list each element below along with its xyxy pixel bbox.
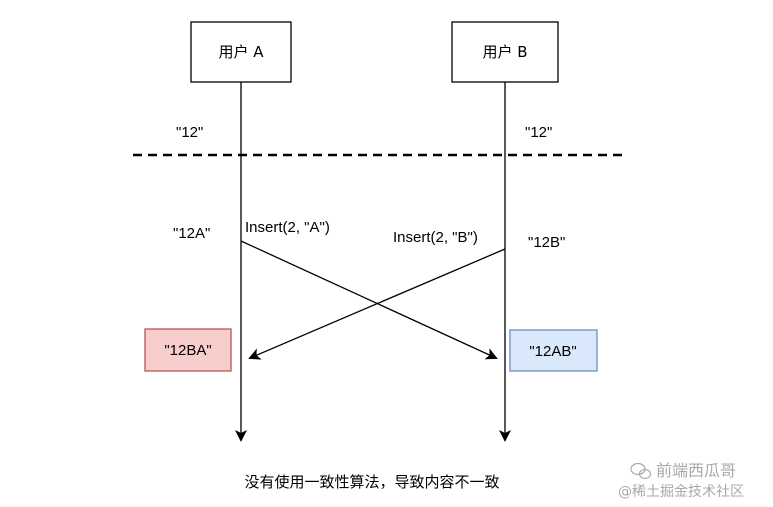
watermark-line1: 前端西瓜哥 <box>656 461 736 480</box>
participant-a-box <box>190 21 292 83</box>
watermark: 前端西瓜哥 @稀土掘金技术社区 <box>618 461 744 500</box>
result-a-box <box>144 328 232 372</box>
participant-a-label: 用户 A <box>218 43 264 61</box>
initial-state-a: "12" <box>176 124 203 141</box>
participant-b-label: 用户 B <box>482 43 527 61</box>
result-a-text: "12BA" <box>164 342 211 359</box>
local-state-a: "12A" <box>173 225 210 242</box>
op-arrow-a-to-b <box>240 240 498 360</box>
operation-a: Insert(2, "A") <box>245 219 330 236</box>
watermark-line2: @稀土掘金技术社区 <box>618 484 744 500</box>
diagram-caption: 没有使用一致性算法，导致内容不一致 <box>244 473 499 491</box>
initial-state-b: "12" <box>525 124 552 141</box>
participant-b: 用户 B <box>451 21 559 83</box>
result-a: "12BA" <box>144 328 232 372</box>
participant-b-box <box>451 21 559 83</box>
result-b-text: "12AB" <box>529 343 576 360</box>
op-arrow-b-to-a <box>248 248 506 360</box>
result-b-box <box>509 329 598 372</box>
participant-a: 用户 A <box>190 21 292 83</box>
wechat-logo-icon <box>630 462 652 480</box>
result-b: "12AB" <box>509 329 598 372</box>
operation-b: Insert(2, "B") <box>393 229 478 246</box>
local-state-b: "12B" <box>528 234 565 251</box>
